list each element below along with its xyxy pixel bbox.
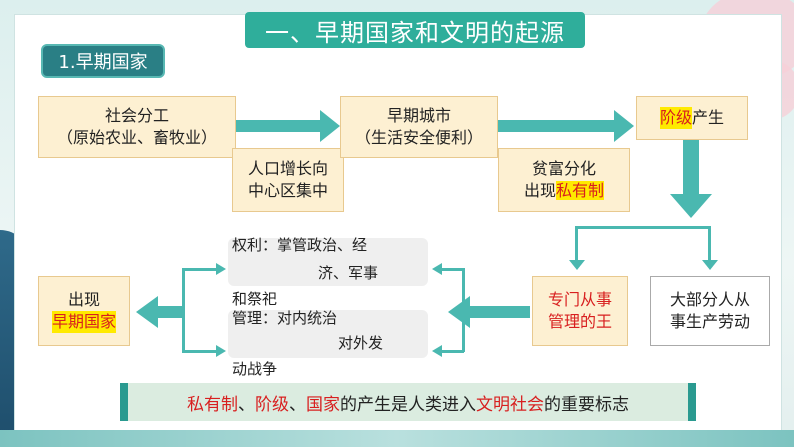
section-badge: 1.早期国家 xyxy=(41,44,165,78)
conclusion-mid: 的产生是人类进入 xyxy=(340,394,476,415)
state-box: 出现 早期国家 xyxy=(38,276,130,346)
powers-line6: 动战争 xyxy=(232,360,278,378)
division-box: 社会分工 （原始农业、畜牧业） xyxy=(38,96,236,158)
conclusion-class: 阶级 xyxy=(255,394,289,415)
arrow-down-icon xyxy=(670,194,712,218)
arrow-shaft xyxy=(468,306,530,318)
arrow-right-icon xyxy=(614,110,634,142)
conclusion-sep: 、 xyxy=(238,394,255,415)
king-line1: 专门从事 xyxy=(547,290,612,309)
conclusion-civilization: 文明社会 xyxy=(476,394,544,415)
bracket-line xyxy=(575,226,578,262)
powers-box-top xyxy=(228,238,428,286)
powers-line4: 管理：对内统治 xyxy=(232,309,338,327)
city-line1: 早期城市 xyxy=(386,106,451,125)
state-early-state: 早期国家 xyxy=(51,311,116,333)
bracket-line xyxy=(182,268,218,271)
arrow-down-icon xyxy=(569,260,585,270)
division-line2: （原始农业、畜牧业） xyxy=(56,128,217,147)
conclusion-end: 的重要标志 xyxy=(544,394,629,415)
wealth-box: 贫富分化 出现私有制 xyxy=(498,148,630,212)
bracket-line xyxy=(440,350,464,353)
majority-line2: 事生产劳动 xyxy=(669,312,750,331)
conclusion-sep: 、 xyxy=(289,394,306,415)
population-line1: 人口增长向 xyxy=(247,159,328,178)
wealth-private-ownership: 私有制 xyxy=(556,181,605,200)
arrow-down-icon xyxy=(702,260,718,270)
arrow-shaft xyxy=(156,306,182,318)
arrow-right-icon xyxy=(320,110,340,142)
division-line1: 社会分工 xyxy=(104,106,169,125)
class-rest: 产生 xyxy=(692,108,725,127)
arrow-right-icon xyxy=(216,345,226,357)
arrow-left-icon xyxy=(432,263,442,275)
arrow-right-icon xyxy=(216,263,226,275)
conclusion-state: 国家 xyxy=(306,394,340,415)
wealth-line2-pre: 出现 xyxy=(523,181,556,200)
class-highlight: 阶级 xyxy=(659,107,692,129)
arrow-shaft xyxy=(498,120,616,132)
conclusion-private-ownership: 私有制 xyxy=(187,394,238,415)
content-panel xyxy=(14,14,782,436)
king-line2: 管理的王 xyxy=(547,312,612,331)
bracket-line xyxy=(462,268,465,352)
majority-line1: 大部分人从 xyxy=(669,290,750,309)
powers-line1: 权利：掌管政治、经 xyxy=(232,236,368,254)
arrow-left-icon xyxy=(432,345,442,357)
population-line2: 中心区集中 xyxy=(247,181,328,200)
arrow-shaft xyxy=(236,120,322,132)
conclusion-banner: 私有制、阶级、国家的产生是人类进入文明社会的重要标志 xyxy=(120,383,696,421)
powers-box-bottom xyxy=(228,310,428,358)
city-line2: （生活安全便利） xyxy=(354,128,483,147)
wealth-line1: 贫富分化 xyxy=(531,159,596,178)
arrow-left-icon xyxy=(136,296,158,328)
powers-line3: 和祭祀 xyxy=(232,290,278,308)
bottom-decoration xyxy=(0,430,794,447)
bracket-line xyxy=(440,268,464,271)
city-box: 早期城市 （生活安全便利） xyxy=(340,96,498,158)
majority-box: 大部分人从 事生产劳动 xyxy=(650,276,770,346)
arrow-left-icon xyxy=(448,296,470,328)
arrow-shaft xyxy=(683,140,699,196)
population-box: 人口增长向 中心区集中 xyxy=(232,148,344,212)
wealth-line2: 出现私有制 xyxy=(523,180,605,202)
page-title: 一、早期国家和文明的起源 xyxy=(245,12,585,48)
powers-line5: 对外发 xyxy=(338,334,384,352)
bracket-line xyxy=(182,350,218,353)
bracket-line xyxy=(182,268,185,352)
powers-line2: 济、军事 xyxy=(318,264,379,282)
bracket-line xyxy=(575,226,711,229)
king-box: 专门从事 管理的王 xyxy=(532,276,628,346)
bracket-line xyxy=(708,226,711,262)
state-line1: 出现 xyxy=(67,290,100,309)
class-box: 阶级产生 xyxy=(636,96,748,140)
